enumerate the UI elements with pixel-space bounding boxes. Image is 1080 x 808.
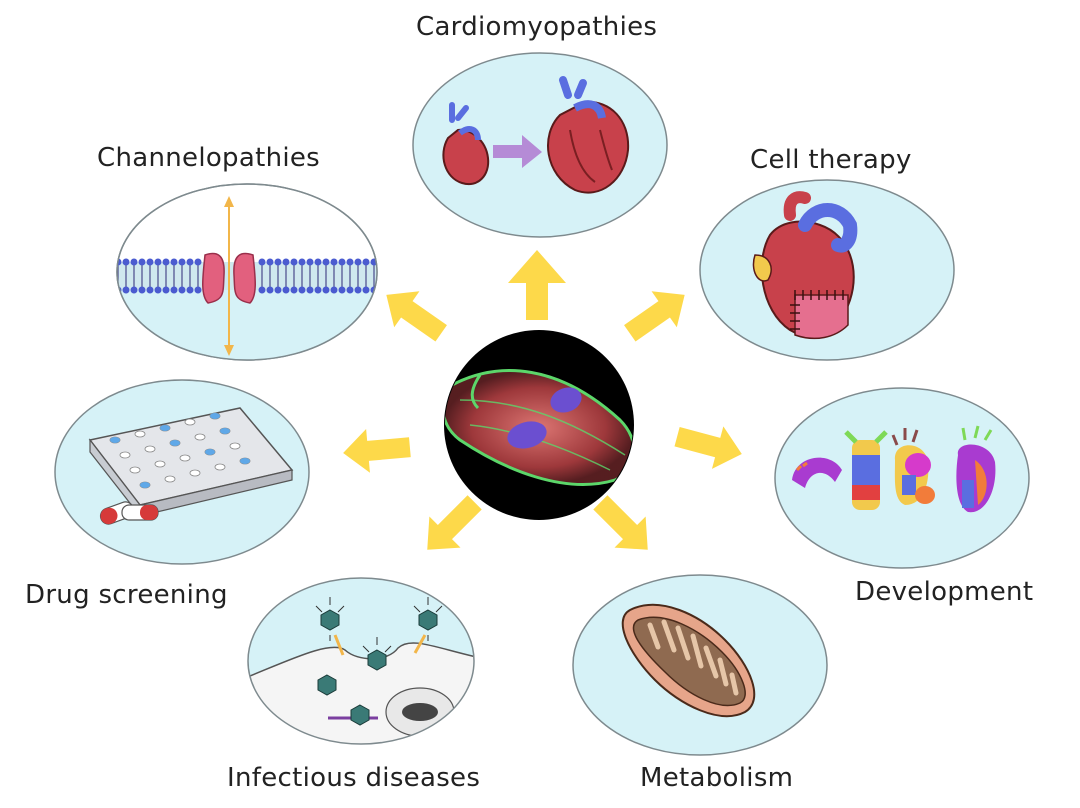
- label-cell-therapy: Cell therapy: [750, 145, 912, 175]
- label-development: Development: [855, 577, 1034, 607]
- arrow-left: [343, 428, 411, 473]
- pill-icon: [99, 501, 159, 525]
- arrow-up: [508, 250, 566, 320]
- label-infectious-diseases: Infectious diseases: [227, 763, 481, 793]
- label-cardiomyopathies: Cardiomyopathies: [416, 12, 658, 42]
- channelopathies-bubble: [116, 183, 378, 361]
- arrows: [343, 250, 742, 550]
- patched-heart-icon: [752, 191, 858, 340]
- drug-screening-bubble: [54, 379, 310, 565]
- label-metabolism: Metabolism: [640, 763, 794, 793]
- well-plate-pills-icon: [88, 407, 294, 525]
- arrow-down-right: [593, 495, 648, 550]
- arrow-right: [674, 426, 742, 469]
- development-bubble: [774, 387, 1030, 569]
- heart-enlargement-icon: [442, 76, 630, 194]
- cardiomyocyte-image: [444, 330, 634, 520]
- cell-therapy-bubble: [699, 179, 955, 361]
- arrow-down-left: [427, 495, 482, 550]
- ion-channel-membrane-icon: [117, 196, 377, 360]
- arrow-up-right: [624, 291, 685, 342]
- cardiomyopathies-bubble: [412, 52, 668, 238]
- infectious-diseases-bubble: [247, 577, 475, 745]
- label-channelopathies: Channelopathies: [97, 143, 321, 173]
- mitochondrion-icon: [621, 603, 756, 717]
- heart-development-icon: [792, 425, 996, 513]
- label-drug-screening: Drug screening: [25, 580, 228, 610]
- metabolism-bubble: [572, 574, 828, 756]
- arrow-up-left: [386, 291, 447, 342]
